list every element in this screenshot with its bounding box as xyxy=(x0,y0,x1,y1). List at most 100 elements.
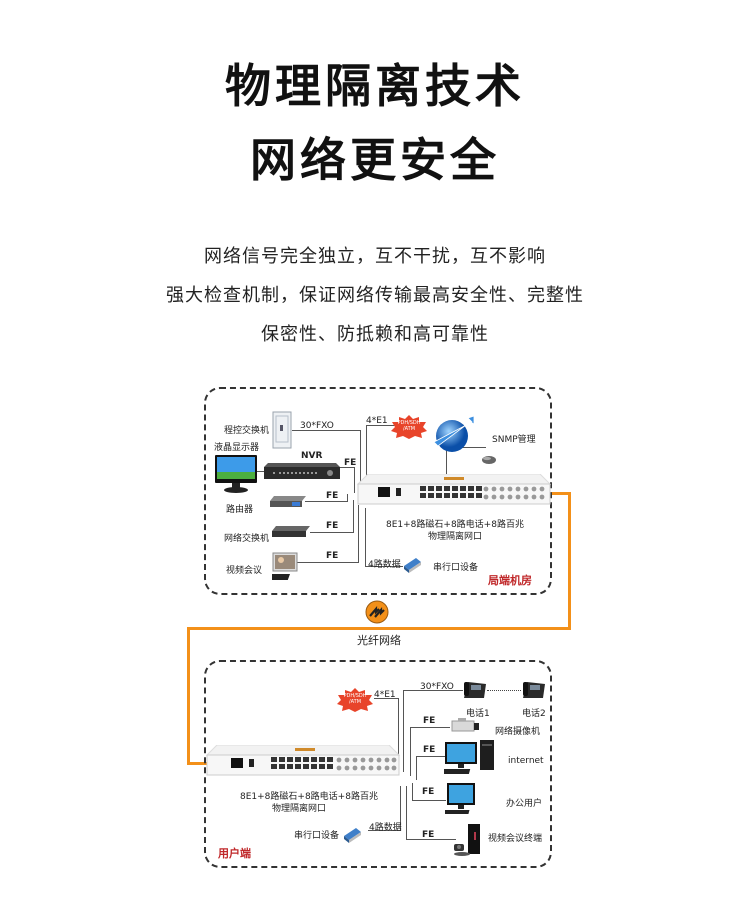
fe-link-label: FE xyxy=(422,787,435,797)
e1-link-label: 4*E1 xyxy=(366,416,388,426)
office-user-label: 办公用户 xyxy=(506,799,543,809)
link-line xyxy=(400,786,401,831)
switch-label: 网络交换机 xyxy=(224,534,270,544)
snmp-globe-icon xyxy=(432,414,476,454)
fe-link-label: FE xyxy=(422,830,435,840)
description-line2: 强大检查机制，保证网络传输最高安全性、完整性 xyxy=(166,285,584,306)
link-line xyxy=(412,800,446,801)
lcd-label: 液晶显示器 xyxy=(214,443,260,453)
video-conference-icon xyxy=(272,552,302,586)
fiber-network-label: 光纤网络 xyxy=(357,634,401,647)
isolation-device-user xyxy=(205,745,401,777)
phone2-icon xyxy=(521,680,547,700)
phone1-label: 电话1 xyxy=(466,709,490,719)
description-line3: 保密性、防抵赖和高可靠性 xyxy=(261,324,489,345)
fiber-line xyxy=(187,627,571,630)
video-conference-terminal-icon xyxy=(450,822,484,858)
user-device-caption-line1: 8E1+8路磁石+8路电话+8路百兆 xyxy=(240,792,378,802)
nvr-label: NVR xyxy=(301,451,323,461)
pdh-sdh-atm-burst-icon xyxy=(390,415,428,439)
link-line xyxy=(353,500,354,533)
data-link-label: 4路数据 xyxy=(369,823,402,833)
link-line xyxy=(406,786,407,839)
link-line xyxy=(292,430,360,431)
router-label: 路由器 xyxy=(226,505,254,515)
serial-device-icon xyxy=(342,826,362,844)
internet-pc-icon xyxy=(444,740,498,776)
router-icon xyxy=(270,496,306,508)
fe-link-label: FE xyxy=(344,458,357,468)
serial-device-icon xyxy=(402,556,422,574)
fiber-line xyxy=(187,762,207,765)
snmp-label: SNMP管理 xyxy=(492,435,536,445)
data-link-label: 4路数据 xyxy=(368,560,401,570)
fiber-icon xyxy=(365,600,389,624)
link-line xyxy=(416,756,417,780)
lcd-monitor-icon xyxy=(214,454,258,494)
fe-link-label: FE xyxy=(326,521,339,531)
office-pc-icon xyxy=(445,782,481,816)
link-line xyxy=(365,566,403,567)
video-conference-label: 视频会议 xyxy=(226,566,263,576)
link-line xyxy=(358,505,359,563)
link-line xyxy=(347,494,348,502)
central-office-zone xyxy=(204,387,552,595)
link-line xyxy=(310,532,353,533)
fxo-link-label: 30*FXO xyxy=(300,421,334,431)
network-switch-icon xyxy=(272,526,310,538)
link-line xyxy=(446,438,447,474)
serial-device-label: 串行口设备 xyxy=(294,831,340,841)
phone1-icon xyxy=(462,680,488,700)
fiber-line xyxy=(187,627,190,765)
link-line xyxy=(374,698,398,699)
user-end-zone-label: 用户端 xyxy=(218,847,251,860)
link-line xyxy=(403,690,463,691)
link-line xyxy=(297,562,359,563)
fe-link-label: FE xyxy=(326,551,339,561)
serial-device-label: 串行口设备 xyxy=(433,563,479,573)
user-device-caption-line2: 物理隔离网口 xyxy=(272,804,327,814)
fe-link-label: FE xyxy=(423,745,436,755)
pbx-icon xyxy=(272,411,292,449)
mouse-icon xyxy=(481,455,497,465)
link-line xyxy=(366,425,367,487)
pdh-sdh-atm-burst-icon xyxy=(336,688,374,712)
link-line xyxy=(410,727,450,728)
fe-link-label: FE xyxy=(326,491,339,501)
video-terminal-label: 视频会议终端 xyxy=(488,834,543,844)
link-line xyxy=(256,471,264,472)
link-line xyxy=(410,727,411,776)
fiber-line xyxy=(549,492,571,495)
user-end-zone xyxy=(204,660,552,868)
link-line xyxy=(412,783,413,800)
link-line xyxy=(403,690,404,772)
link-line xyxy=(406,839,456,840)
network-camera-icon xyxy=(450,718,480,734)
central-device-caption-line2: 物理隔离网口 xyxy=(428,532,483,542)
link-line xyxy=(446,447,486,448)
burst-label: PDH/SDH /ATM xyxy=(343,693,367,705)
phone2-label: 电话2 xyxy=(522,709,546,719)
phone-dotted-link xyxy=(487,690,521,691)
fe-link-label: FE xyxy=(423,716,436,726)
link-line xyxy=(368,830,401,831)
fiber-line xyxy=(568,492,571,630)
link-line xyxy=(365,508,366,566)
network-camera-label: 网络摄像机 xyxy=(495,727,541,737)
link-line xyxy=(416,756,446,757)
link-line xyxy=(340,467,354,468)
page-title-line2: 网络更安全 xyxy=(250,133,500,187)
link-line xyxy=(398,698,399,766)
description-line1: 网络信号完全独立，互不干扰，互不影响 xyxy=(204,246,546,267)
nvr-icon xyxy=(264,463,340,479)
fxo-link-label: 30*FXO xyxy=(420,682,454,692)
link-line xyxy=(354,467,355,493)
link-line xyxy=(305,501,347,502)
pbx-label: 程控交换机 xyxy=(224,426,270,436)
link-line xyxy=(360,430,361,490)
page-title-line1: 物理隔离技术 xyxy=(225,59,525,113)
central-device-caption-line1: 8E1+8路磁石+8路电话+8路百兆 xyxy=(386,520,524,530)
isolation-device-central xyxy=(356,474,552,506)
burst-label: PDH/SDH /ATM xyxy=(397,420,421,432)
internet-label: internet xyxy=(508,756,544,766)
